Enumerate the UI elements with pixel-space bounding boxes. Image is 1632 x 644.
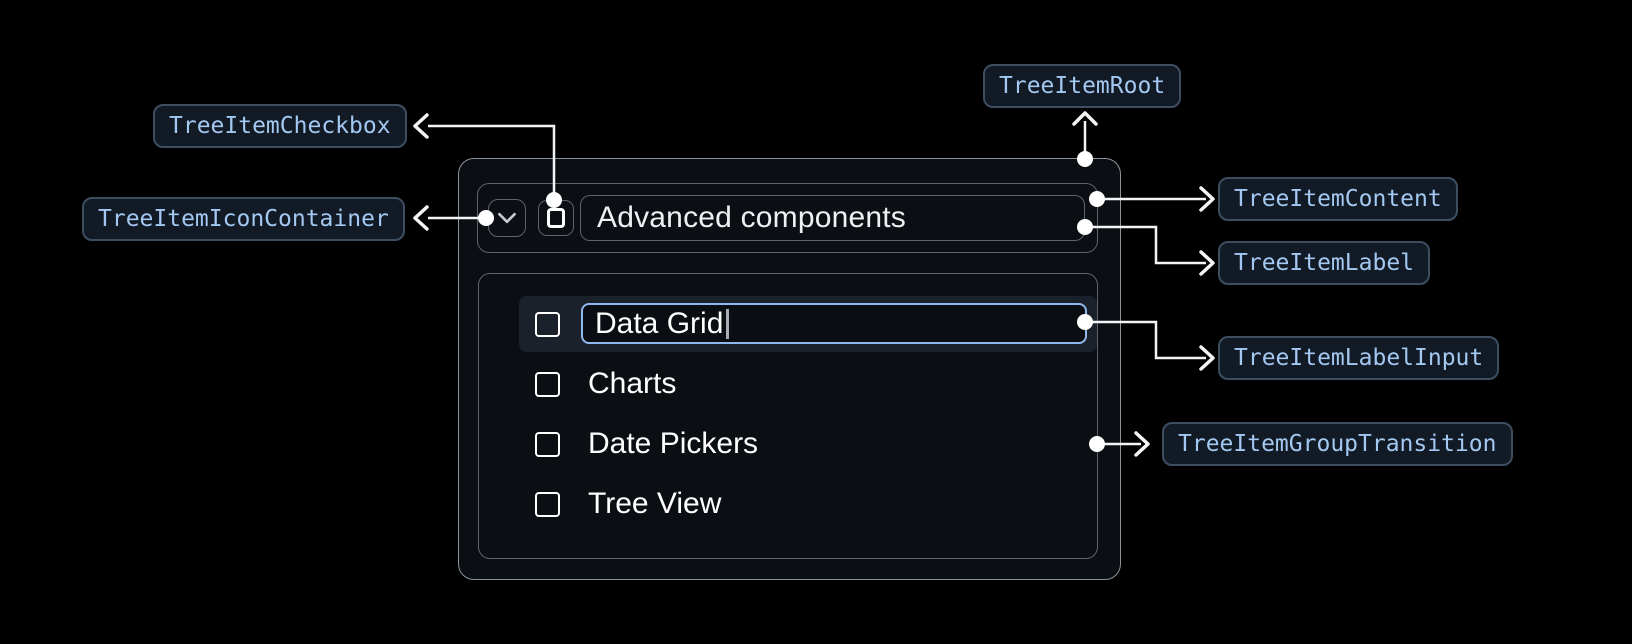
text-caret — [726, 308, 729, 339]
checkbox-unchecked-icon[interactable] — [535, 371, 560, 397]
tree-row[interactable]: Tree View — [535, 479, 721, 529]
tree-item-content[interactable]: Advanced components — [477, 183, 1098, 253]
tree-item-label-text: Advanced components — [597, 201, 907, 234]
annotation-tree-item-group-transition: TreeItemGroupTransition — [1162, 422, 1513, 466]
label-input-value: Data Grid — [595, 306, 724, 340]
checkbox-unchecked-icon[interactable] — [535, 311, 560, 337]
tree-row[interactable]: Date Pickers — [535, 419, 758, 469]
checkbox-unchecked-icon — [547, 208, 565, 228]
arrow-head — [1199, 345, 1215, 371]
arrow-head — [413, 113, 429, 139]
annotation-tree-item-icon-container: TreeItemIconContainer — [82, 197, 405, 241]
checkbox-unchecked-icon[interactable] — [535, 491, 560, 517]
tree-item-checkbox[interactable] — [538, 200, 574, 236]
tree-item-label-input[interactable]: Data Grid — [581, 303, 1087, 344]
tree-item-root-panel: Advanced components Data Grid Charts Dat… — [458, 158, 1121, 580]
annotation-tree-item-checkbox: TreeItemCheckbox — [153, 104, 407, 148]
tree-row-editing[interactable]: Data Grid — [519, 296, 1097, 352]
tree-row[interactable]: Charts — [535, 359, 676, 409]
arrow-head — [1072, 111, 1098, 126]
arrow-head — [1134, 431, 1150, 457]
arrow-head — [1199, 186, 1215, 212]
arrow-head — [1199, 250, 1215, 276]
tree-item-icon-container[interactable] — [488, 199, 526, 237]
tree-row-label: Date Pickers — [588, 427, 759, 460]
annotation-tree-item-content: TreeItemContent — [1218, 177, 1458, 221]
annotation-tree-item-label-input: TreeItemLabelInput — [1218, 336, 1500, 380]
tree-item-group-transition: Data Grid Charts Date Pickers Tree View — [478, 273, 1098, 559]
chevron-down-icon — [498, 212, 516, 224]
annotation-tree-item-root: TreeItemRoot — [983, 64, 1182, 108]
tree-row-label: Charts — [588, 367, 677, 400]
arrow-head — [413, 205, 429, 231]
tree-item-label[interactable]: Advanced components — [580, 195, 1085, 241]
checkbox-unchecked-icon[interactable] — [535, 431, 560, 457]
tree-row-label: Tree View — [588, 487, 722, 520]
annotation-tree-item-label: TreeItemLabel — [1218, 241, 1431, 285]
